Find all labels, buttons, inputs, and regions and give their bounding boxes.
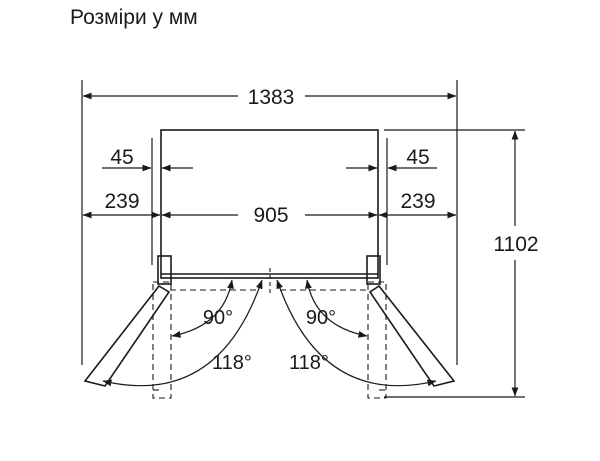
label-angle-right-118: 118° <box>289 352 329 374</box>
label-body-width: 905 <box>253 204 288 227</box>
label-gap-right: 45 <box>406 146 429 169</box>
hinge-left <box>157 255 172 285</box>
door-right-90-outline <box>367 281 387 399</box>
door-left-90-outline <box>152 281 172 399</box>
angle-arrow-right-118 <box>276 279 437 387</box>
label-angle-right-90: 90° <box>306 307 336 329</box>
label-total-width: 1383 <box>248 86 295 109</box>
angle-arrow-left-118 <box>102 279 263 387</box>
label-gap-left: 45 <box>110 146 133 169</box>
label-door-swing-right: 239 <box>400 190 435 213</box>
label-angle-left-118: 118° <box>212 352 252 374</box>
label-door-swing-left: 239 <box>104 190 139 213</box>
door-right <box>368 284 456 387</box>
label-depth: 1102 <box>493 233 538 256</box>
door-left <box>83 284 171 387</box>
label-angle-left-90: 90° <box>203 307 233 329</box>
page-title: Розміри у мм <box>70 6 198 29</box>
